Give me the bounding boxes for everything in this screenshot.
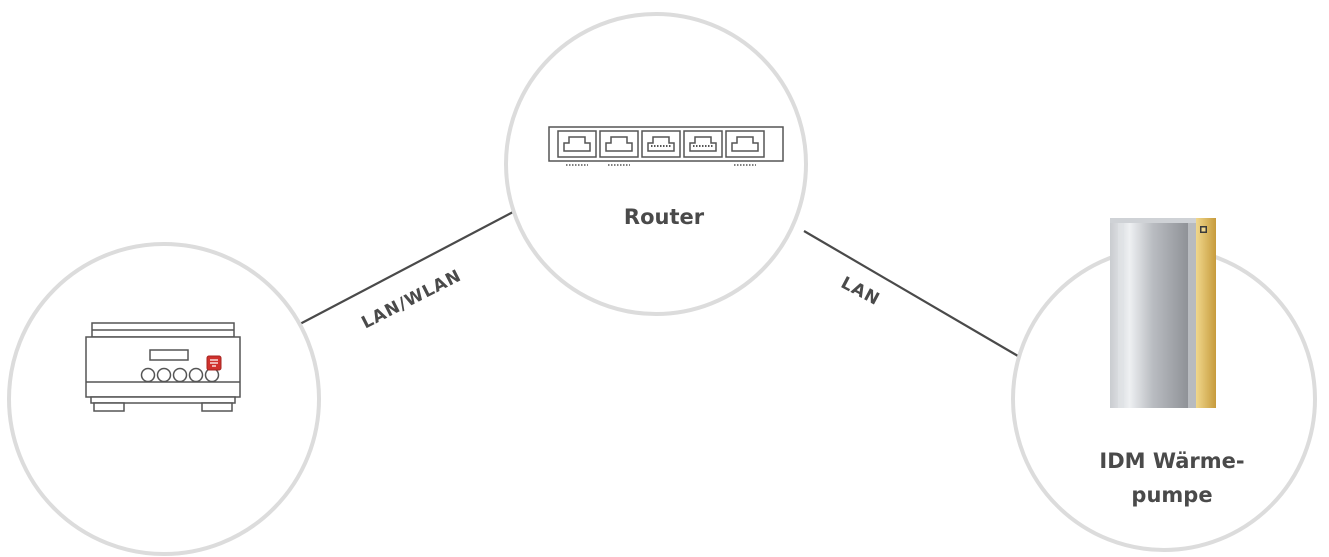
router-label: Router bbox=[624, 205, 705, 229]
router-node: Router bbox=[504, 12, 808, 316]
router-icon bbox=[548, 126, 784, 166]
connection-label-lan-wlan: LAN/WLAN bbox=[358, 266, 465, 333]
connection-line-router-heat-pump bbox=[803, 230, 1019, 357]
heat-pump-icon bbox=[1110, 218, 1216, 408]
heat-pump-label-line2: pumpe bbox=[1131, 483, 1212, 507]
connection-line-controller-router bbox=[297, 210, 516, 326]
heat-pump-node: IDM Wärme- pumpe bbox=[1011, 218, 1317, 552]
connection-label-lan: LAN bbox=[837, 273, 883, 310]
router-node-circle bbox=[504, 12, 808, 316]
control-unit-icon bbox=[85, 322, 241, 412]
controller-node bbox=[7, 242, 321, 556]
heat-pump-label-line1: IDM Wärme- bbox=[1099, 449, 1244, 473]
